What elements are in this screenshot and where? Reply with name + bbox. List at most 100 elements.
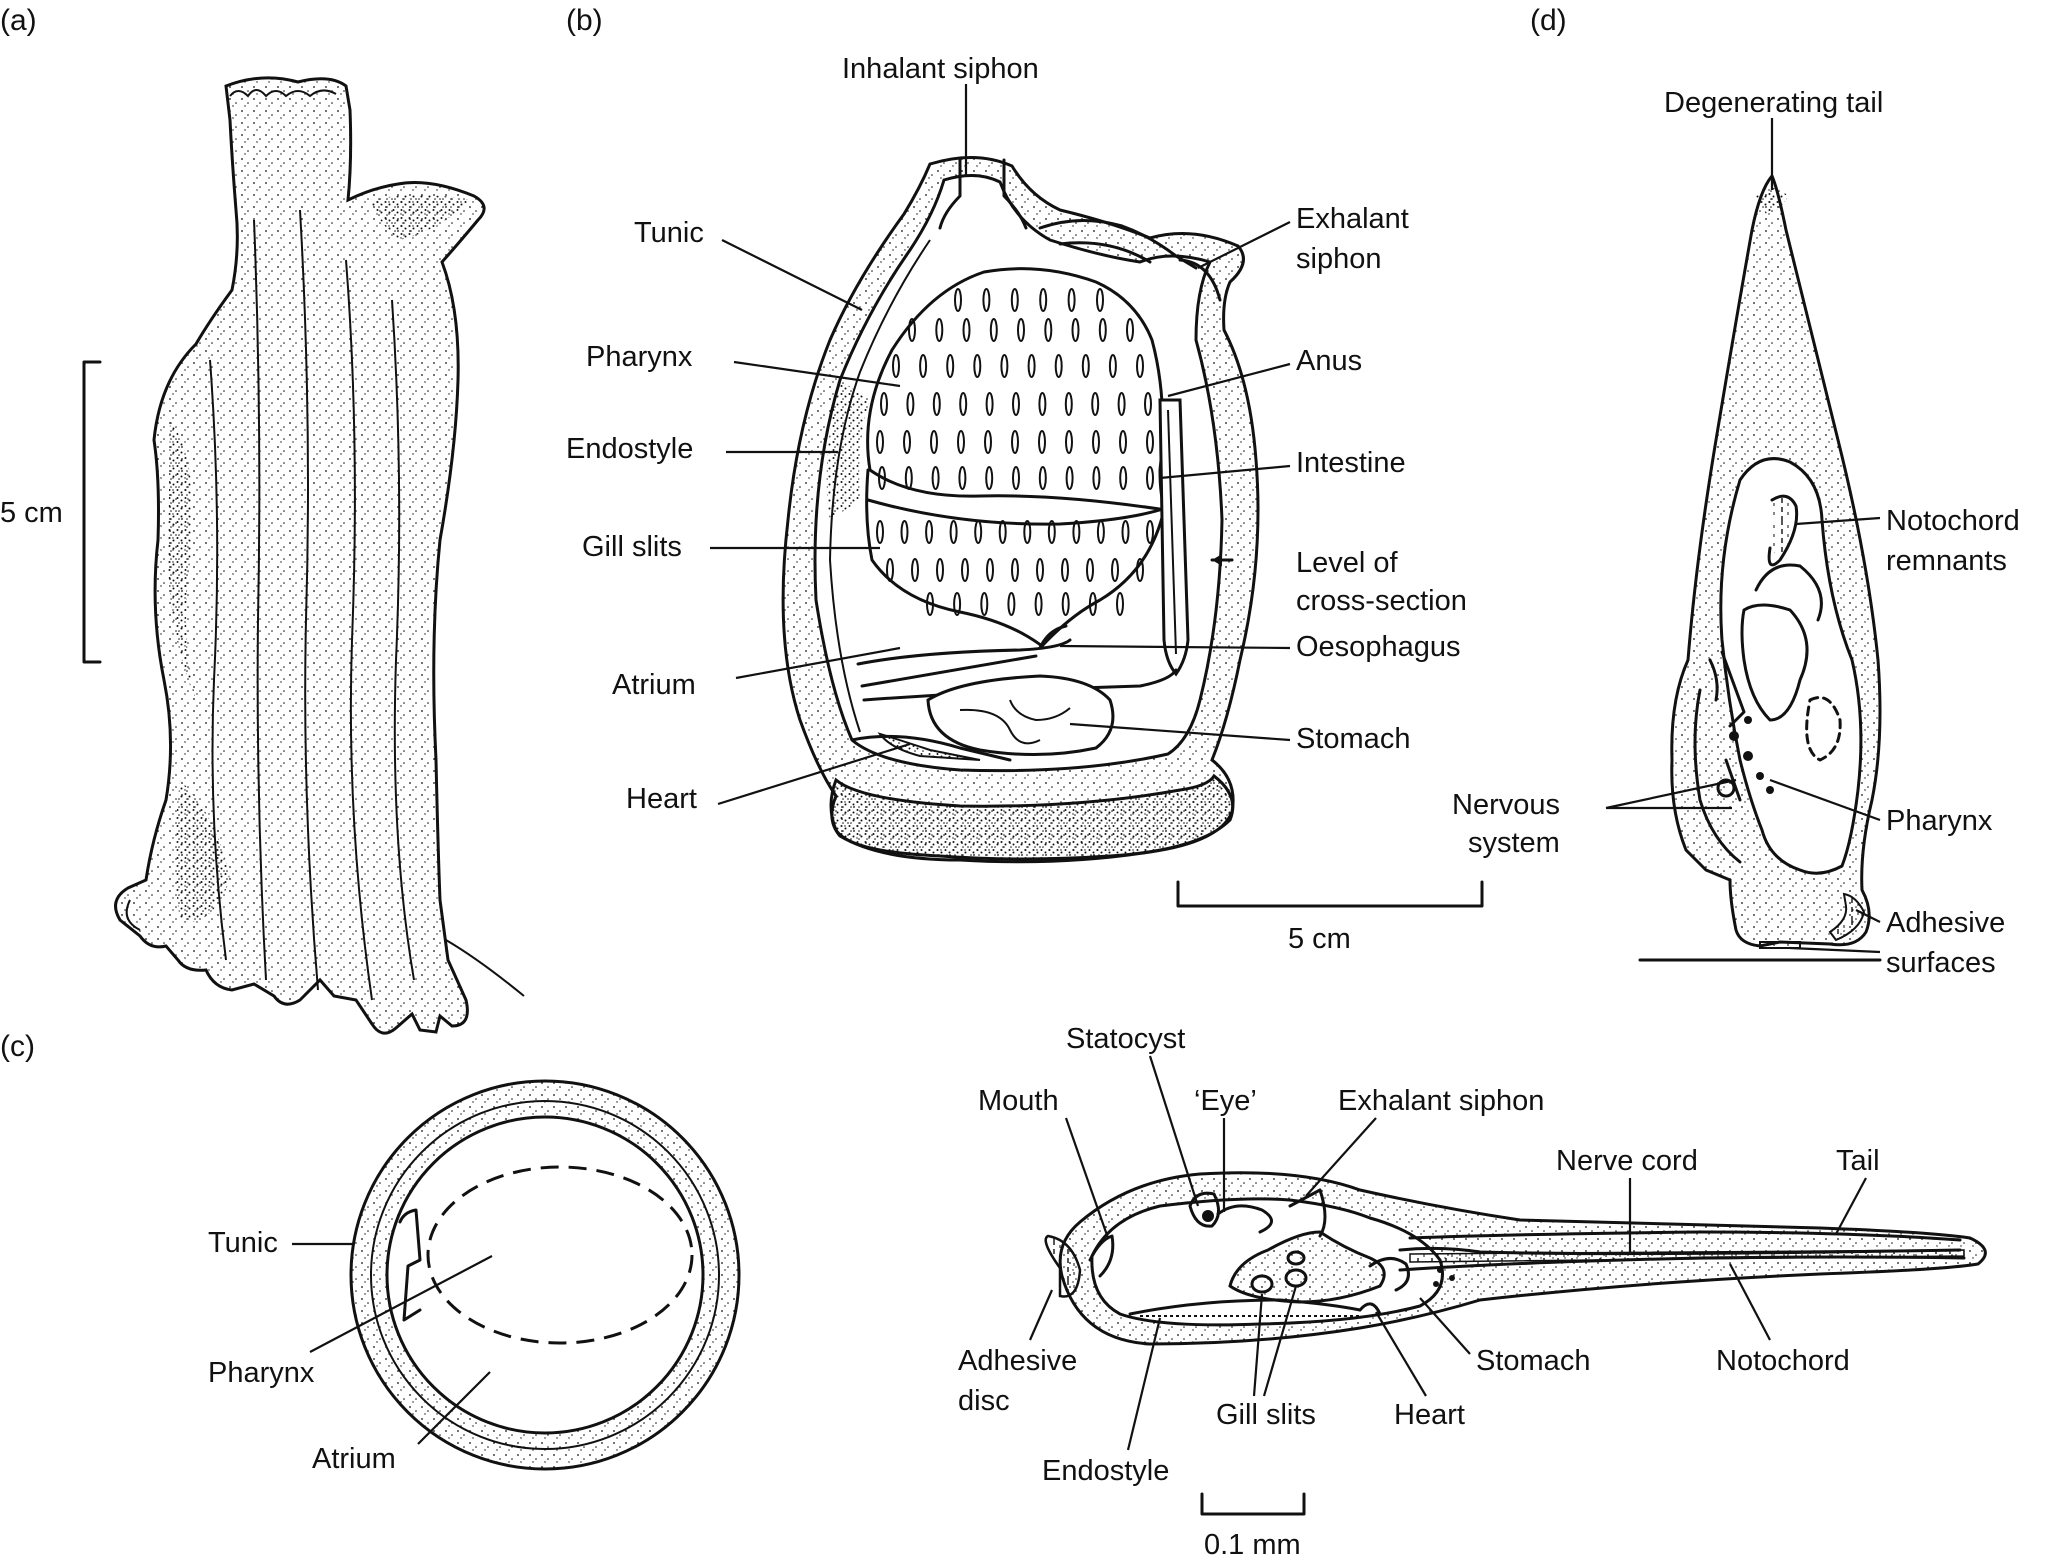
leader-pharynx-b [733, 360, 901, 388]
gill-slit [1126, 318, 1134, 342]
gill-slit [1038, 466, 1047, 490]
gill-slit [953, 592, 962, 616]
panel-b-scale-label: 5 cm [1288, 923, 1351, 955]
label-exhalant-b: Exhalant [1296, 203, 1409, 235]
gill-slit [1012, 466, 1020, 490]
leader-mouth [1064, 1117, 1110, 1239]
gill-slit [1065, 466, 1074, 490]
gill-slit [1011, 558, 1019, 582]
gill-slit [974, 520, 983, 544]
label-pharynx-d: Pharynx [1886, 805, 1993, 837]
label-inhalant-siphon: Inhalant siphon [842, 53, 1039, 85]
cross-section-pharynx [426, 1165, 694, 1345]
leader-stomach-larva [1419, 1297, 1471, 1355]
leader-notochord-larva [1729, 1263, 1771, 1341]
gill-slit [989, 318, 998, 342]
panel-a-scale-label: 5 cm [0, 497, 63, 529]
leader-adhesive-d [1855, 909, 1881, 923]
panel-c-letter: (c) [0, 1030, 35, 1063]
gill-slit [1047, 520, 1056, 544]
gill-slit [1064, 392, 1073, 416]
label-tunic-c: Tunic [208, 1227, 278, 1259]
gill-slit [900, 520, 909, 544]
gill-slit [878, 466, 886, 490]
leader-oesophagus [1059, 644, 1291, 650]
leader-nervous-system [1605, 778, 1737, 810]
gill-slit [904, 466, 913, 490]
gill-slit [985, 392, 994, 416]
label-atrium-b: Atrium [612, 669, 696, 701]
gill-slit [1121, 520, 1130, 544]
gill-slit [946, 354, 955, 378]
gill-slit [1027, 354, 1036, 378]
panel-c: (c) Tunic Pharynx Atrium [0, 1030, 741, 1475]
label-tail: Tail [1836, 1145, 1880, 1177]
gill-slit [1119, 466, 1128, 490]
gill-slit [1011, 430, 1019, 454]
leader-endostyle-larva [1126, 1317, 1162, 1451]
gill-slit [1065, 430, 1073, 454]
label-notochord-larva: Notochord [1716, 1345, 1850, 1377]
gill-slit [973, 354, 982, 378]
cross-section-endostyle [398, 1208, 422, 1322]
label-adhesive-larva: Adhesive [958, 1345, 1077, 1377]
gill-slit [1017, 318, 1025, 342]
label-statocyst: Statocyst [1066, 1023, 1185, 1055]
gill-slit [1067, 288, 1076, 312]
gill-slit [949, 520, 958, 544]
gill-slit [1144, 392, 1152, 416]
leader-adhesive-larva [1028, 1289, 1054, 1341]
gill-slit [892, 354, 900, 378]
gill-slit [1010, 288, 1019, 312]
label-atrium-c: Atrium [312, 1443, 396, 1475]
gill-slit [1038, 430, 1046, 454]
gill-slit [876, 520, 884, 544]
gill-slit [1111, 558, 1119, 582]
label-intestine: Intestine [1296, 447, 1406, 479]
gill-slit [1096, 520, 1105, 544]
gill-slit [931, 466, 940, 490]
label-endostyle-b: Endostyle [566, 433, 693, 465]
leader-exhalant-b [1197, 221, 1291, 269]
label-degenerating-tail: Degenerating tail [1664, 87, 1883, 119]
label-gill-slits-larva: Gill slits [1216, 1399, 1316, 1431]
label-gill-slits-b: Gill slits [582, 531, 682, 563]
label-notochord-d: Notochord [1886, 505, 2020, 537]
gill-slit [919, 354, 928, 378]
gill-slit [1108, 354, 1117, 378]
gill-slit [1092, 466, 1101, 490]
gill-slit [1072, 520, 1081, 544]
gill-slit [1086, 558, 1094, 582]
panel-a-scale-bar [82, 360, 102, 664]
gill-slit [954, 288, 962, 312]
gill-slit [926, 592, 934, 616]
leader-stomach-b [1069, 722, 1291, 742]
leader-atrium-c [417, 1371, 491, 1445]
panel-b: (b) [566, 4, 1484, 955]
gill-slit [906, 392, 915, 416]
gill-slit [1119, 430, 1127, 454]
gill-slit [1039, 288, 1048, 312]
tunic-base [829, 773, 1235, 861]
leader-anus [1167, 362, 1291, 398]
label-oesophagus: Oesophagus [1296, 631, 1460, 663]
gill-slit [961, 558, 969, 582]
gill-slit [1012, 392, 1020, 416]
gill-slit [1098, 318, 1107, 342]
label-anus: Anus [1296, 345, 1362, 377]
gill-slit [1007, 592, 1016, 616]
gill-slit [958, 466, 967, 490]
label-tunic-b: Tunic [634, 217, 704, 249]
gill-slit [1091, 392, 1100, 416]
leader-statocyst [1148, 1055, 1200, 1207]
panel-d: (d) Degenerating tail Notochord remnants… [1452, 4, 2020, 979]
gill-slit [1136, 558, 1144, 582]
stomach [926, 674, 1115, 757]
label-mouth: Mouth [978, 1085, 1059, 1117]
gill-slit [911, 558, 919, 582]
leader-atrium-b [735, 646, 901, 680]
gill-slit [1092, 430, 1100, 454]
label-pharynx-b: Pharynx [586, 341, 693, 373]
gill-slit [982, 288, 991, 312]
